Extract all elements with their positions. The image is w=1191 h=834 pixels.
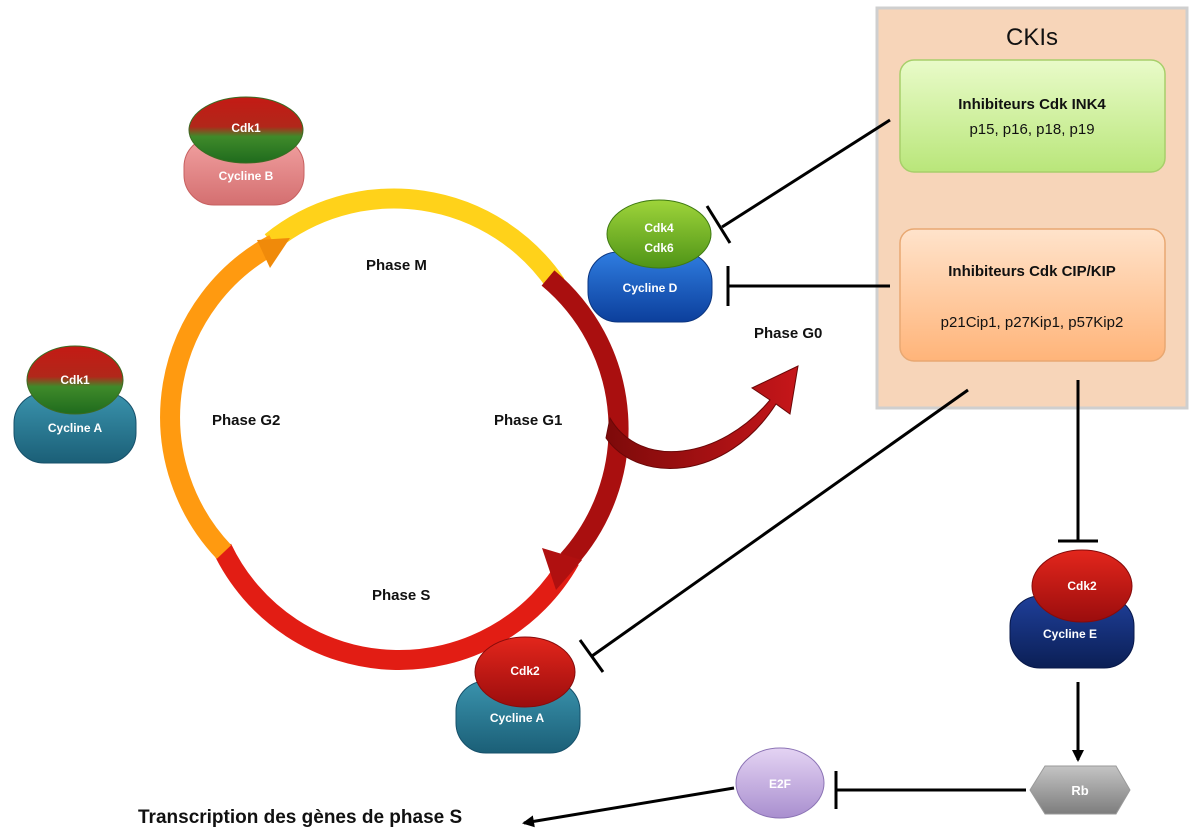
g2-to-m-arrowhead [257, 238, 290, 268]
cdk2-cyclina-complex: Cdk2 Cycline A [455, 636, 581, 754]
phase-m-label: Phase M [366, 257, 427, 274]
cdk2-a-label: Cdk2 [510, 664, 540, 678]
ink4-title: Inhibiteurs Cdk INK4 [958, 96, 1106, 113]
cipkip-cdk2a-bar [578, 639, 605, 673]
connectors [522, 118, 1098, 828]
cdk6-label: Cdk6 [644, 241, 674, 255]
ink4-box: Inhibiteurs Cdk INK4 p15, p16, p18, p19 [899, 59, 1166, 173]
cyclinb-label: Cycline B [219, 169, 274, 183]
transcription-label: Transcription des gènes de phase S [138, 807, 462, 828]
cipkip-cdk2a-line [591, 388, 969, 658]
phase-g1-arc [541, 270, 629, 567]
cell-cycle-ring [160, 188, 799, 671]
cyclina-2-label: Cycline A [490, 711, 545, 725]
phase-m-arc [264, 188, 565, 290]
cdk1-b-label: Cdk1 [231, 121, 261, 135]
ink4-inhibition-bar [705, 205, 732, 244]
phase-s-arc [212, 543, 579, 671]
ckis-title: CKIs [1006, 24, 1058, 51]
cyclina-1-label: Cycline A [48, 421, 103, 435]
cdk1-a-label: Cdk1 [60, 373, 90, 387]
cipkip-box: Inhibiteurs Cdk CIP/KIP p21Cip1, p27Kip1… [899, 228, 1166, 362]
ink4-inhibition-line [721, 118, 891, 229]
phase-g2-label: Phase G2 [212, 412, 280, 429]
e2f-label: E2F [769, 777, 791, 791]
cdk1-cyclinb-complex: Cdk1 Cycline B [183, 96, 305, 206]
cyclind-label: Cycline D [623, 281, 678, 295]
rb-node: Rb [1029, 765, 1131, 815]
cipkip-members: p21Cip1, p27Kip1, p57Kip2 [941, 314, 1124, 331]
cdk1-cyclina-complex: Cdk1 Cycline A [13, 345, 137, 464]
g0-exit-arrow [605, 365, 799, 469]
cipkip-title: Inhibiteurs Cdk CIP/KIP [948, 263, 1116, 280]
cycline-e-label: Cycline E [1043, 627, 1097, 641]
ckis-panel: CKIs Inhibiteurs Cdk INK4 p15, p16, p18,… [875, 6, 1189, 410]
rb-label: Rb [1071, 783, 1088, 798]
phase-g1-label: Phase G1 [494, 412, 562, 429]
cdk2-e-label: Cdk2 [1067, 579, 1097, 593]
g1-to-s-arrowhead [542, 548, 582, 590]
phase-g0-label: Phase G0 [754, 325, 822, 342]
ink4-members: p15, p16, p18, p19 [969, 121, 1094, 138]
cdk4-label: Cdk4 [644, 221, 674, 235]
cdk46-cyclind-complex: Cdk4 Cdk6 Cycline D [587, 199, 713, 323]
phase-g2-arc [160, 235, 279, 559]
e2f-transcription-arrow [522, 786, 735, 828]
cdk2-cycline-complex: Cdk2 Cycline E [1009, 549, 1135, 669]
e2f-node: E2F [735, 747, 825, 819]
phase-s-label: Phase S [372, 587, 430, 604]
